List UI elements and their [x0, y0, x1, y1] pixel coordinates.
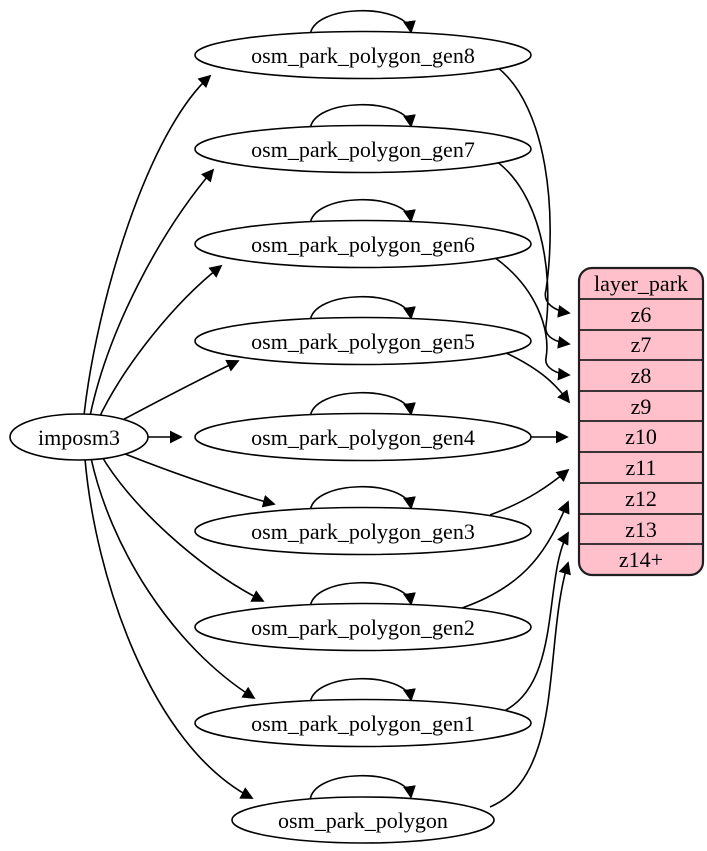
layer-row-z8: z8	[631, 363, 652, 388]
edge-gen8-to-z6	[496, 66, 571, 318]
edges-to-layer	[461, 66, 571, 808]
edge-gen5-to-z9	[503, 351, 571, 404]
edge-osm_park_polygon-to-z14plus	[489, 561, 571, 808]
self-loop-osm_park_polygon	[309, 774, 416, 802]
node-osm_park_polygon_gen2: osm_park_polygon_gen2	[194, 602, 532, 652]
self-loop-gen3	[309, 485, 416, 513]
gen2-label: osm_park_polygon_gen2	[251, 615, 475, 640]
gen1-ellipse	[194, 698, 532, 748]
layer-row-z6: z6	[631, 302, 652, 327]
gen8-label: osm_park_polygon_gen8	[251, 43, 475, 68]
layer-row-z12: z12	[625, 486, 657, 511]
gen3-ellipse	[194, 506, 532, 556]
edge-imposm3-to-gen6	[97, 264, 223, 421]
imposm3-ellipse	[9, 413, 149, 461]
layer-row-z7: z7	[631, 332, 652, 357]
layer-row-z9: z9	[631, 394, 652, 419]
gen5-ellipse	[194, 316, 532, 366]
node-osm_park_polygon_gen4: osm_park_polygon_gen4	[194, 412, 532, 462]
edge-gen6-to-z8	[493, 256, 571, 381]
gen8-ellipse	[194, 30, 532, 80]
layer-row-z11: z11	[626, 455, 657, 480]
edge-imposm3-to-gen2	[100, 454, 265, 602]
gen1-label: osm_park_polygon_gen1	[251, 711, 475, 736]
gen5-label: osm_park_polygon_gen5	[251, 329, 475, 354]
imposm3-label: imposm3	[38, 425, 120, 450]
edge-gen7-to-z7	[495, 160, 571, 349]
gen7-ellipse	[194, 124, 532, 174]
node-layer_park: layer_park z6 z7 z8 z9 z10 z11 z12 z13 z…	[577, 266, 705, 577]
edge-gen1-to-z13	[503, 531, 569, 712]
layer_park-title: layer_park	[594, 271, 688, 296]
edges-from-source	[83, 74, 276, 799]
layer-row-z14plus: z14+	[619, 547, 663, 572]
edge-imposm3-to-gen7	[89, 168, 215, 417]
edge-gen3-to-z11	[489, 468, 570, 516]
self-loop-gen2	[309, 581, 416, 609]
self-loop-gen8	[309, 9, 416, 37]
osm_park_polygon-ellipse	[231, 796, 495, 844]
self-loop-gen1	[309, 677, 416, 705]
gen4-label: osm_park_polygon_gen4	[251, 425, 475, 450]
node-osm_park_polygon_gen8: osm_park_polygon_gen8	[194, 30, 532, 80]
edge-imposm3-to-osm_park_polygon	[84, 458, 254, 799]
node-osm_park_polygon_gen6: osm_park_polygon_gen6	[194, 219, 532, 269]
self-loop-gen7	[309, 103, 416, 131]
edge-gen2-to-z12	[461, 500, 570, 609]
node-osm_park_polygon_gen3: osm_park_polygon_gen3	[194, 506, 532, 556]
osm_park_polygon-label: osm_park_polygon	[278, 808, 448, 833]
self-loop-gen4	[309, 391, 416, 419]
gen7-label: osm_park_polygon_gen7	[251, 137, 475, 162]
layer-row-z13: z13	[625, 517, 657, 542]
layer-row-z10: z10	[625, 424, 657, 449]
self-loop-gen6	[309, 198, 416, 226]
gen3-label: osm_park_polygon_gen3	[251, 519, 475, 544]
gen6-label: osm_park_polygon_gen6	[251, 232, 475, 257]
edge-imposm3-to-gen3	[114, 449, 276, 508]
edge-imposm3-to-gen1	[90, 457, 256, 699]
node-osm_park_polygon: osm_park_polygon	[231, 796, 495, 844]
node-osm_park_polygon_gen1: osm_park_polygon_gen1	[194, 698, 532, 748]
gen4-ellipse	[194, 412, 532, 462]
gen6-ellipse	[194, 219, 532, 269]
gen2-ellipse	[194, 602, 532, 652]
node-imposm3: imposm3	[9, 413, 149, 461]
node-osm_park_polygon_gen5: osm_park_polygon_gen5	[194, 316, 532, 366]
edge-imposm3-to-gen8	[83, 74, 212, 416]
edge-imposm3-to-gen5	[114, 359, 240, 425]
self-loop-gen5	[309, 295, 416, 323]
self-loops	[309, 9, 416, 802]
node-osm_park_polygon_gen7: osm_park_polygon_gen7	[194, 124, 532, 174]
